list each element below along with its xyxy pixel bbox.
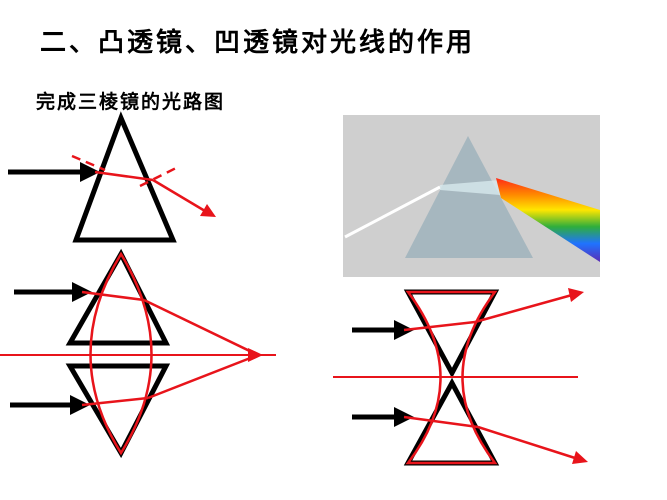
emergent-ray-arrowhead xyxy=(200,204,216,217)
upper-ray-diverging xyxy=(474,293,573,324)
internal-light-fan xyxy=(440,180,500,195)
concave-lens-diagram xyxy=(333,288,588,466)
lower-prism xyxy=(65,363,171,459)
upper-ray-inside-concave xyxy=(403,320,476,332)
incident-ray-arrow xyxy=(8,162,100,182)
upper-inverted-prism xyxy=(403,289,500,379)
upper-ray-converging xyxy=(143,298,259,357)
page-title: 二、凸透镜、凹透镜对光线的作用 xyxy=(40,28,476,58)
lower-ray-inside-concave xyxy=(403,415,479,429)
lower-incident-arrow xyxy=(10,395,90,415)
prism-dispersion-photo xyxy=(343,115,600,277)
refracted-ray-inside xyxy=(94,170,154,182)
upper-prism xyxy=(65,248,171,346)
lower-diverging-arrowhead xyxy=(572,451,588,464)
prism-triangle xyxy=(72,111,177,243)
lower-ray-diverging xyxy=(477,425,576,460)
lower-ray-converging xyxy=(147,353,259,400)
normal-line-right xyxy=(139,165,179,188)
concave-lens-outline xyxy=(405,290,498,465)
color-spectrum-fan xyxy=(496,178,600,262)
white-light-beam xyxy=(344,185,441,239)
emergent-ray xyxy=(152,178,206,213)
glass-prism xyxy=(405,136,533,258)
convex-lens-outline xyxy=(89,251,153,456)
prism-refraction-diagram xyxy=(8,111,216,243)
upper-incident-arrow xyxy=(14,282,92,302)
normal-line-left xyxy=(71,154,106,172)
upper-ray-inside xyxy=(81,290,145,302)
upper-diverging-arrowhead xyxy=(568,288,584,302)
lower-ray-inside xyxy=(81,396,149,407)
page-subtitle: 完成三棱镜的光路图 xyxy=(36,91,226,113)
convex-lens-diagram xyxy=(0,248,276,459)
